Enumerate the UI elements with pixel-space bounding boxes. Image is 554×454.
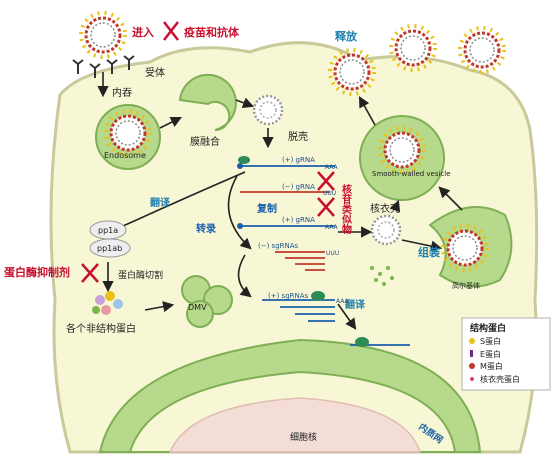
legend-swatch-n	[470, 377, 474, 381]
label-protease-inhibitor: 蛋白酶抑制剂	[4, 265, 70, 279]
nsp-cluster	[92, 291, 123, 315]
uncoated-capsid	[252, 94, 284, 126]
legend-item-n: 核衣壳蛋白	[480, 374, 520, 384]
label-aaa-1: AAA	[325, 164, 339, 171]
label-translation-2: 翻译	[345, 298, 366, 311]
legend-item-s: S蛋白	[480, 336, 501, 346]
label-pp1ab: pp1ab	[97, 244, 122, 253]
legend-swatch-m	[469, 363, 475, 369]
ribosome-1	[238, 156, 250, 164]
nucleus	[168, 397, 422, 453]
label-nucleoside-analogs: 核苷类似物	[340, 183, 353, 235]
label-aaa-2: AAA	[325, 224, 339, 231]
nucleocapsid-protein-dots	[370, 266, 394, 286]
label-replication: 复制	[256, 202, 277, 215]
label-uuu-1: UUU	[323, 190, 336, 197]
label-dmv: DMV	[188, 303, 207, 312]
legend-item-e: E蛋白	[480, 349, 501, 359]
pp1ab-cloud	[89, 238, 131, 258]
label-aaa-3: AAA	[336, 298, 350, 305]
nucleocapsid-particle	[370, 214, 402, 246]
label-plus-grna-2: (+) gRNA	[282, 216, 315, 224]
label-plus-sgrnas: (+) sgRNAs	[268, 292, 309, 300]
label-entry: 进入	[132, 25, 154, 39]
label-golgi: 高尔基体	[452, 281, 480, 290]
ribosome-2	[311, 291, 325, 301]
label-endocytosis: 内吞	[112, 86, 132, 99]
label-membrane-fusion: 膜融合	[190, 135, 220, 148]
label-nsp: 各个非结构蛋白	[66, 322, 136, 335]
legend-item-m: M蛋白	[480, 361, 503, 371]
label-nucleus: 细胞核	[290, 431, 317, 443]
pathway-arrows	[97, 72, 463, 330]
virion-released-3	[458, 26, 506, 74]
label-plus-grna: (+) gRNA	[282, 156, 315, 164]
label-uuu-2: UUU	[326, 250, 339, 257]
label-release: 释放	[335, 29, 358, 43]
rna-strands	[237, 163, 410, 346]
receptors	[72, 55, 135, 78]
label-receptor: 受体	[145, 67, 165, 79]
label-uncoating: 脱壳	[288, 130, 308, 143]
virion-entry	[79, 11, 127, 59]
inhibit-marks	[81, 21, 335, 283]
legend-swatch-s	[469, 338, 475, 344]
label-nucleocapsid: 核衣壳	[370, 202, 400, 215]
label-minus-grna: (−) gRNA	[282, 183, 315, 191]
label-translation-1: 翻译	[150, 196, 171, 209]
label-protease-cleavage: 蛋白酶切割	[118, 269, 163, 281]
legend-swatch-e	[470, 350, 473, 357]
ribosome-3	[355, 337, 369, 347]
label-smooth-vesicle: Smooth-walled vesicle	[372, 170, 451, 178]
legend-title: 结构蛋白	[470, 322, 506, 334]
label-endosome: Endosome	[104, 151, 146, 160]
legend: 结构蛋白 S蛋白 E蛋白 M蛋白 核衣壳蛋白	[461, 317, 551, 391]
dmv	[181, 275, 233, 328]
label-minus-sgrnas: (−) sgRNAs	[258, 242, 299, 250]
label-assembly: 组装	[418, 245, 440, 259]
fusion-vesicle	[178, 73, 237, 132]
label-transcription: 转录	[196, 222, 216, 235]
label-pp1a: pp1a	[98, 226, 118, 235]
label-vaccines-antibodies: 疫苗和抗体	[184, 25, 240, 39]
